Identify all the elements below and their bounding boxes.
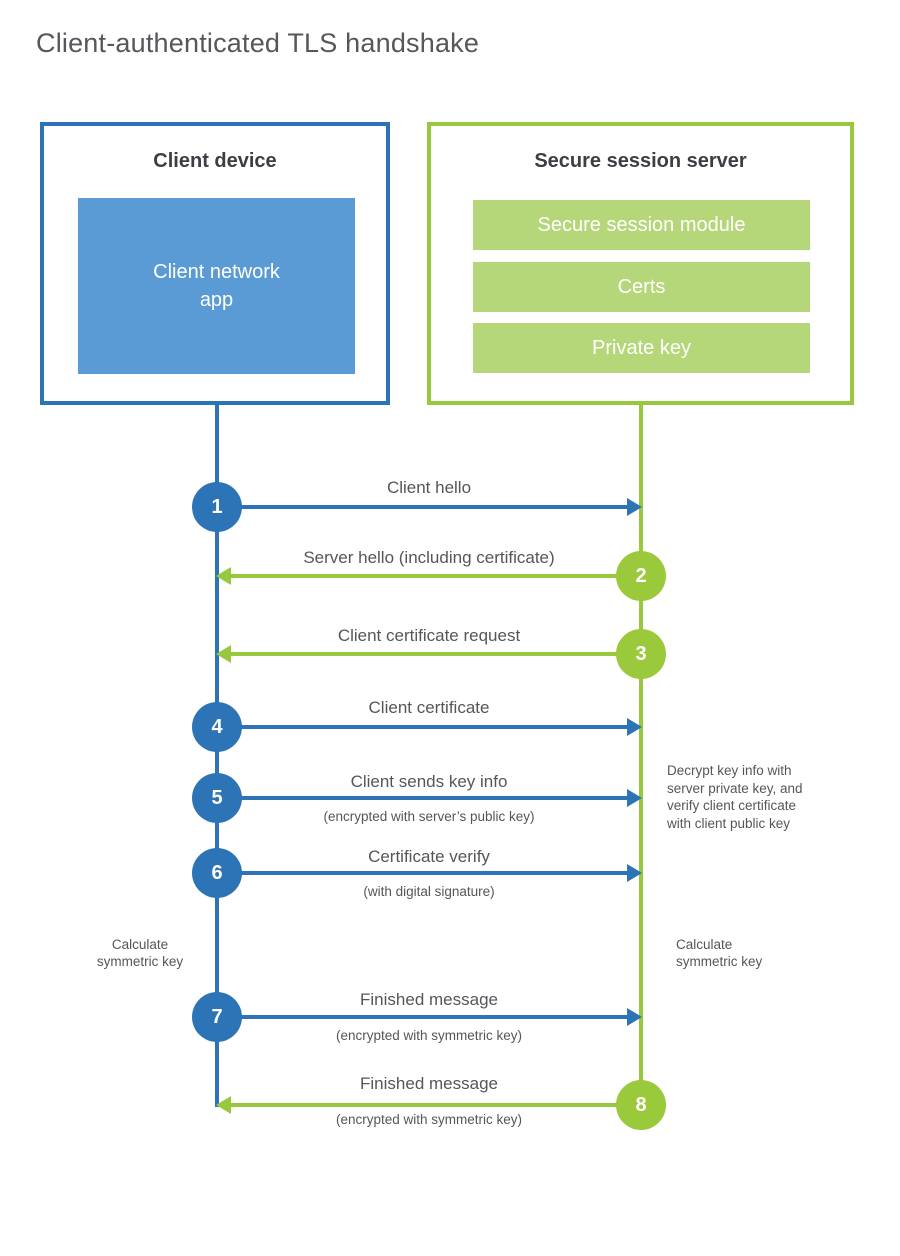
server-module-secure-session: Secure session module [473,200,810,250]
step-number: 4 [211,715,223,738]
step-circle: 8 [616,1080,666,1130]
arrow-right-icon [627,498,642,516]
step-number: 8 [635,1093,647,1116]
arrow-right-icon [627,789,642,807]
client-device-box: Client device Client network app [40,122,390,405]
arrow-shaft [217,796,627,800]
arrow-left-icon [216,1096,231,1114]
step-number: 5 [211,786,223,809]
arrow-left-icon [216,567,231,585]
page-title: Client-authenticated TLS handshake [36,28,480,58]
step-circle: 6 [192,848,242,898]
step-number: 1 [211,495,223,518]
step-circle: 2 [616,551,666,601]
message-sublabel: (encrypted with server’s public key) [323,809,535,824]
server-module-certs: Certs [473,262,810,312]
arrow-shaft [231,574,641,578]
message-sublabel: (encrypted with symmetric key) [335,1112,523,1127]
arrow-shaft [231,1103,641,1107]
arrow-shaft [217,725,627,729]
server-lifeline [639,405,643,1130]
message-sublabel: (encrypted with symmetric key) [335,1028,523,1043]
step-number: 7 [211,1005,223,1028]
message-label: Finished message [360,1074,498,1093]
calculate-symmetric-key-note-client: Calculate symmetric key [96,937,184,969]
message-label: Client certificate request [337,626,521,645]
calculate-symmetric-key-note-server: Calculate symmetric key [676,937,763,969]
arrow-shaft [217,871,627,875]
arrow-right-icon [627,1008,642,1026]
arrow-right-icon [627,864,642,882]
message-label: Finished message [360,990,498,1009]
step-number: 3 [635,642,647,665]
step-circle: 3 [616,629,666,679]
step-number: 2 [635,564,647,587]
client-device-title: Client device [153,150,277,172]
step-circle: 5 [192,773,242,823]
arrow-right-icon [627,718,642,736]
client-lifeline [215,405,219,1107]
message-label: Server hello (including certificate) [303,548,555,567]
arrow-shaft [231,652,641,656]
client-network-app-box: Client network app [78,198,355,374]
message-label: Certificate verify [368,847,490,866]
step-circle: 1 [192,482,242,532]
message-sublabel: (with digital signature) [363,884,495,899]
secure-session-server-box: Secure session server Secure session mod… [427,122,854,405]
message-label: Client hello [386,478,472,497]
step-circle: 7 [192,992,242,1042]
server-module-private-key: Private key [473,323,810,373]
message-label: Client certificate [368,698,490,717]
arrow-shaft [217,1015,627,1019]
step-number: 6 [211,861,223,884]
message-label: Client sends key info [350,772,508,791]
step-circle: 4 [192,702,242,752]
secure-session-server-title: Secure session server [534,150,747,172]
arrow-shaft [217,505,627,509]
decrypt-note: Decrypt key info with server private key… [667,763,803,831]
arrow-left-icon [216,645,231,663]
